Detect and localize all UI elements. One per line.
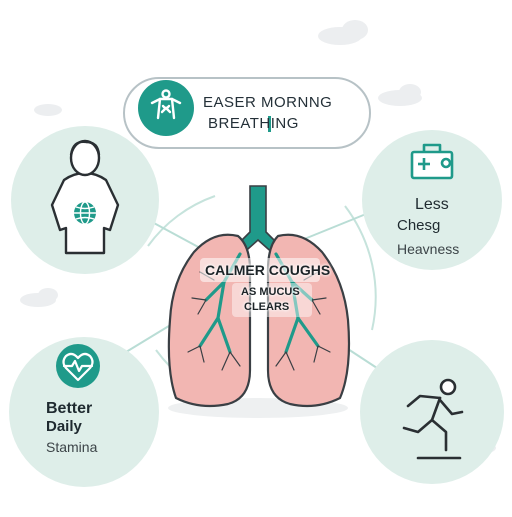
left-label-line3: Stamina <box>46 439 98 455</box>
right-label-line3: Heavness <box>397 241 460 257</box>
center-label-line2: AS MUCUS <box>241 286 300 298</box>
pill-title-line2: BREATHING <box>208 115 299 132</box>
pill-title-line1: EASER MORNNG <box>203 94 333 111</box>
running-person-icon <box>402 378 464 460</box>
top-pill <box>123 77 371 149</box>
left-label-line1: Better <box>46 400 93 417</box>
top-left-node <box>11 126 159 274</box>
center-label-line3: CLEARS <box>244 301 290 313</box>
right-label-line2: Chesg <box>397 217 441 234</box>
left-label-line2: Daily <box>46 418 82 435</box>
center-label-line1: CALMER COUGHS <box>205 262 331 278</box>
lungs-icon <box>167 185 351 418</box>
left-node <box>9 337 159 487</box>
heart-pulse-icon <box>62 352 94 382</box>
bottom-right-node <box>360 340 504 484</box>
medical-bag-icon <box>410 143 454 180</box>
right-label-line1: Less <box>415 196 449 213</box>
right-node <box>362 130 502 270</box>
